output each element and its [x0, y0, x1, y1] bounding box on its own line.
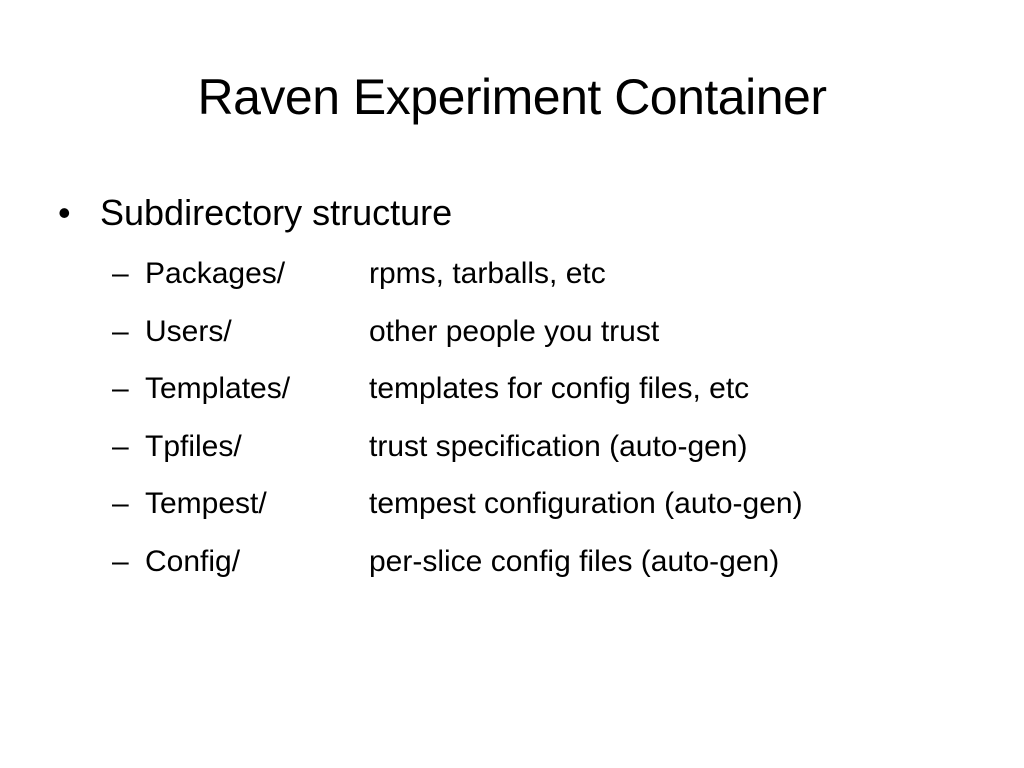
directory-name: Tpfiles/ — [145, 429, 242, 463]
dash-icon: – — [112, 372, 129, 405]
directory-name: Templates/ — [145, 372, 291, 405]
dash-icon: – — [112, 544, 129, 578]
list-item: –Config/per-slice config files (auto-gen… — [112, 540, 992, 598]
dash-icon: – — [112, 487, 129, 520]
directory-description: tempest configuration (auto-gen) — [369, 487, 803, 520]
list-item: –Packages/rpms, tarballs, etc — [112, 252, 992, 310]
directory-name: Config/ — [145, 544, 241, 578]
list-item: –Users/other people you trust — [112, 310, 992, 368]
dash-icon: – — [112, 429, 129, 463]
directory-description: templates for config files, etc — [369, 372, 750, 405]
bullet-dot-icon: • — [58, 192, 71, 233]
slide-title: Raven Experiment Container — [197, 69, 828, 125]
dash-icon: – — [112, 257, 129, 290]
subdirectory-list: –Packages/rpms, tarballs, etc –Users/oth… — [112, 252, 992, 597]
dash-icon: – — [112, 314, 129, 348]
list-item: –Templates/templates for config files, e… — [112, 367, 992, 425]
directory-name: Users/ — [145, 314, 232, 348]
bullet-text: Subdirectory structure — [100, 192, 453, 233]
directory-description: trust specification (auto-gen) — [369, 429, 748, 463]
directory-description: per-slice config files (auto-gen) — [369, 544, 780, 578]
bullet-subdirectory-structure: • Subdirectory structure — [58, 190, 452, 236]
list-item: –Tpfiles/trust specification (auto-gen) — [112, 425, 992, 483]
directory-description: rpms, tarballs, etc — [369, 257, 606, 290]
directory-name: Packages/ — [145, 257, 286, 290]
directory-description: other people you trust — [369, 314, 660, 348]
list-item: –Tempest/tempest configuration (auto-gen… — [112, 482, 992, 540]
directory-name: Tempest/ — [145, 487, 267, 520]
